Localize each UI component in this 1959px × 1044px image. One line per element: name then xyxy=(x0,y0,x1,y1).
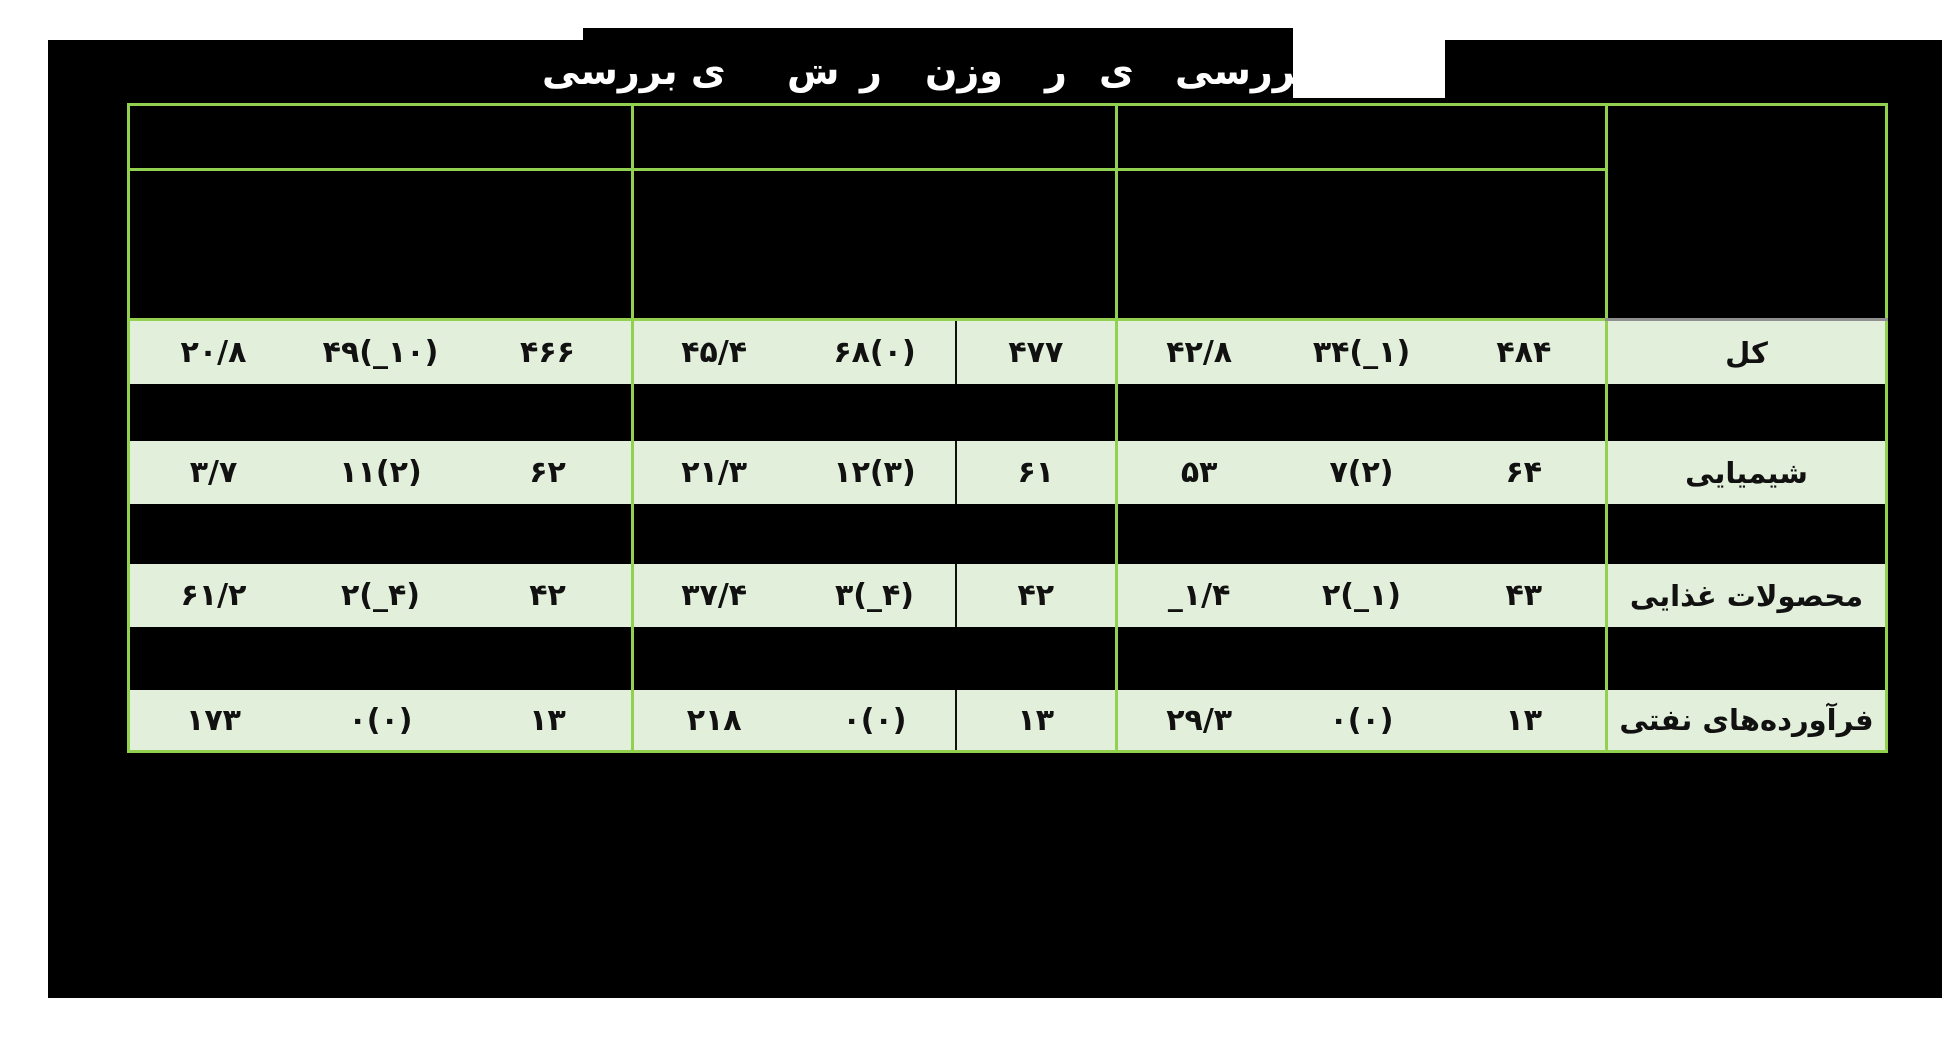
value-cell: ۵۳ xyxy=(1180,455,1218,490)
value-cell: ۴۹(_۱۰) xyxy=(322,335,439,370)
row-label-cell-petroleum: فرآورده‌های نفتی xyxy=(1608,690,1885,750)
table-row-petroleum-group2: ۲۱۸ ۰(۰) ۱۳ xyxy=(634,690,1115,750)
table-row-chemical-group1: ۳/۷ ۱۱(۲) ۶۲ xyxy=(130,441,631,504)
value-cell: ۶۸(۰) xyxy=(833,335,916,370)
row-label: فرآورده‌های نفتی xyxy=(1619,703,1874,737)
value-cell: ۴۲/۸ xyxy=(1166,335,1233,370)
value-cell: ۲۱۸ xyxy=(686,702,742,738)
value-cell: ۱۷۳ xyxy=(186,702,241,738)
table-row-chemical-group2: ۲۱/۳ ۱۲(۳) ۶۱ xyxy=(634,441,1115,504)
value-cell: ۶۱ xyxy=(954,441,1115,504)
table-divider-group2-group3 xyxy=(1115,103,1118,753)
value-cell: ۲۹/۳ xyxy=(1166,702,1233,738)
value-cell: ۴۵/۴ xyxy=(681,335,748,370)
table-row-food-group2: ۳۷/۴ ۳(_۴) ۴۲ xyxy=(634,564,1115,627)
value-cell: ۰(۰) xyxy=(348,702,413,738)
value-cell: ۷(۲) xyxy=(1329,455,1394,490)
table-row-total-group3: ۴۲/۸ ۳۴(_۱) ۴۸۴ xyxy=(1118,321,1605,384)
redaction-block-title xyxy=(583,28,1293,48)
value-cell: _۱/۴ xyxy=(1167,578,1231,613)
value-cell: ۲۱/۳ xyxy=(681,455,748,490)
table-row-food-group1: ۶۱/۲ ۲(_۴) ۴۲ xyxy=(130,564,631,627)
value-cell: ۴۷۷ xyxy=(954,321,1115,384)
table-row-total-group1: ۲۰/۸ ۴۹(_۱۰) ۴۶۶ xyxy=(130,321,631,384)
header-rows-divider xyxy=(127,168,1608,171)
row-label-cell-total: کل xyxy=(1608,321,1885,384)
value-cell: ۳۷/۴ xyxy=(681,578,748,613)
title-fragment: ر xyxy=(1045,66,1067,93)
row-label: محصولات غذایی xyxy=(1629,578,1864,613)
value-cell: ۱۳ xyxy=(954,690,1115,750)
value-cell: ۴۳ xyxy=(1505,578,1543,613)
header-body-divider-gray xyxy=(1605,318,1888,321)
value-cell: ۱۱(۲) xyxy=(339,455,422,490)
table-border-right xyxy=(1885,103,1888,753)
data-table: ۲۰/۸ ۴۹(_۱۰) ۴۶۶ ۴۵/۴ ۶۸(۰) ۴۷۷ ۴۲/۸ ۳۴(… xyxy=(127,103,1888,753)
row-label: شیمیایی xyxy=(1685,455,1808,490)
title-fragment: ر xyxy=(860,66,882,93)
redaction-white-notch xyxy=(1293,40,1445,98)
value-cell: ۱۳ xyxy=(1505,702,1543,738)
value-cell: ۱۲(۳) xyxy=(833,455,916,490)
title-fragment: وزن xyxy=(925,66,1003,93)
value-cell: ۶۴ xyxy=(1505,455,1543,490)
title-fragment: ش xyxy=(787,66,840,93)
table-row-petroleum-group1: ۱۷۳ ۰(۰) ۱۳ xyxy=(130,690,631,750)
table-divider-group1-group2 xyxy=(631,103,634,753)
table-row-total-group2: ۴۵/۴ ۶۸(۰) ۴۷۷ xyxy=(634,321,1115,384)
title-fragments-layer: ی بررسی ش ر وزن ر ی بررسی xyxy=(127,66,1888,103)
header-body-divider xyxy=(127,318,1605,321)
value-cell: ۳/۷ xyxy=(189,455,238,490)
row-label: کل xyxy=(1725,335,1768,370)
value-cell: ۲۰/۸ xyxy=(180,335,247,370)
table-row-chemical-group3: ۵۳ ۷(۲) ۶۴ xyxy=(1118,441,1605,504)
value-cell: ۴۸۴ xyxy=(1496,335,1552,370)
title-fragment: بررسی xyxy=(1175,66,1311,93)
value-cell: ۳(_۴) xyxy=(834,578,915,613)
value-cell: ۴۲ xyxy=(529,578,566,613)
table-divider-group3-labels xyxy=(1605,103,1608,753)
value-cell: ۲(_۴) xyxy=(340,578,421,613)
row-label-cell-food: محصولات غذایی xyxy=(1608,564,1885,627)
value-cell: ۰(۰) xyxy=(1329,702,1394,738)
value-cell: ۴۶۶ xyxy=(520,335,575,370)
title-fragment: ی بررسی xyxy=(542,66,726,93)
value-cell: ۳۴(_۱) xyxy=(1312,335,1411,370)
value-cell: ۶۱/۲ xyxy=(180,578,247,613)
value-cell: ۴۲ xyxy=(954,564,1115,627)
title-fragment: ی xyxy=(1099,66,1134,93)
table-border-top xyxy=(127,103,1888,106)
value-cell: ۶۲ xyxy=(529,455,566,490)
table-border-bottom xyxy=(127,750,1888,753)
row-label-cell-chemical: شیمیایی xyxy=(1608,441,1885,504)
value-cell: ۲(_۱) xyxy=(1321,578,1402,613)
value-cell: ۱۳ xyxy=(529,702,566,738)
table-row-petroleum-group3: ۲۹/۳ ۰(۰) ۱۳ xyxy=(1118,690,1605,750)
table-border-left xyxy=(127,103,130,753)
value-cell: ۰(۰) xyxy=(842,702,907,738)
table-row-food-group3: _۱/۴ ۲(_۱) ۴۳ xyxy=(1118,564,1605,627)
